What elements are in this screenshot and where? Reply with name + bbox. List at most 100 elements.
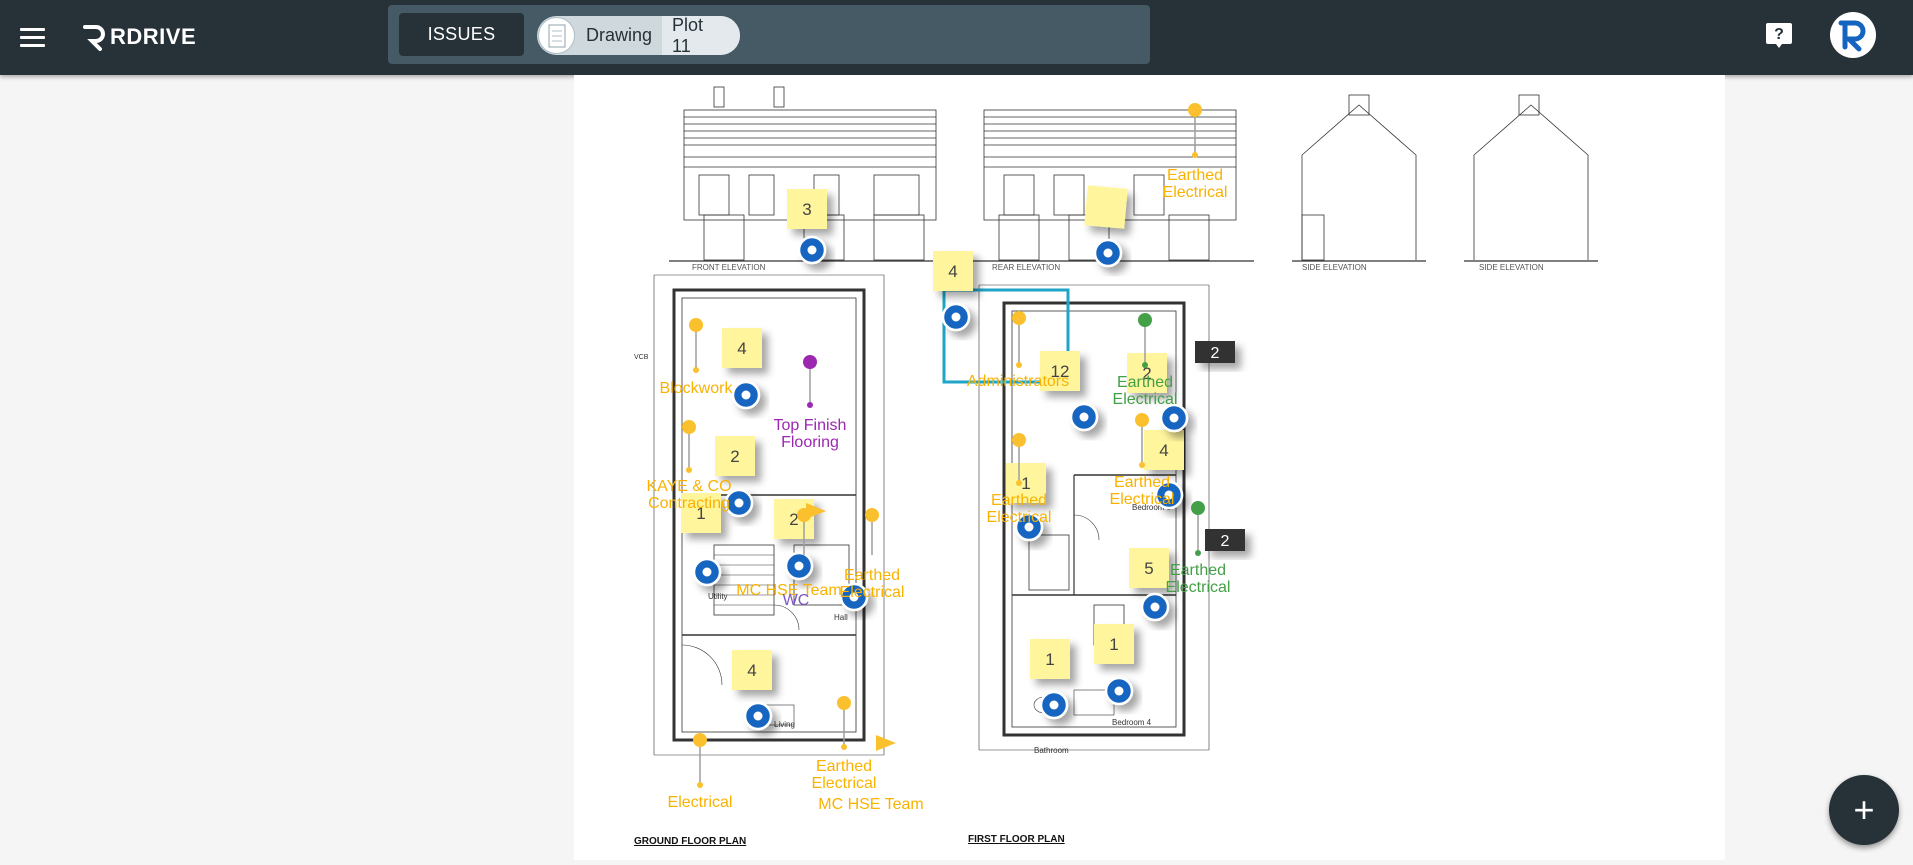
issues-button[interactable]: ISSUES [399,13,524,56]
note-marker[interactable]: 1 [1006,463,1046,503]
svg-text:12: 12 [1051,362,1070,381]
issue-tag-label[interactable]: Electrical [668,794,733,811]
ground-floor-plan [653,274,885,756]
issue-tag-label[interactable]: WC [783,592,810,609]
logo-text: RDRIVE [110,24,197,49]
location-pin-icon[interactable] [1093,238,1123,268]
ground-floor-label: GROUND FLOOR PLAN [634,836,746,847]
bedroom4-label: Bedroom 4 [1112,718,1152,727]
note-marker[interactable]: 4 [1144,430,1184,470]
bedroom3-label: Bedroom 3 [1132,503,1172,512]
front-elevation [669,86,952,262]
location-pin-icon[interactable] [784,551,814,581]
tag-pin-icon[interactable] [803,355,817,408]
note-marker[interactable]: 4 [722,328,762,368]
front-elevation-label: FRONT ELEVATION [692,263,766,272]
location-pin-icon[interactable] [1039,690,1069,720]
note-marker[interactable]: 5 [1129,548,1169,588]
note-marker[interactable]: 1 [681,493,721,533]
tag-pin-icon[interactable] [682,420,696,473]
side-elevation-right [1464,94,1598,262]
rear-elevation-label: REAR ELEVATION [992,263,1060,272]
svg-text:5: 5 [1144,559,1153,578]
tag-pin-icon[interactable] [837,696,851,750]
note-marker[interactable]: 1 [1094,624,1134,664]
add-issue-button[interactable]: + [1829,775,1899,845]
tag-pin-icon[interactable] [1191,501,1205,556]
note-marker[interactable]: 3 [787,189,827,229]
tag-pin-icon[interactable] [1012,311,1026,368]
living-label: Living [774,720,795,729]
note-marker[interactable]: 2 [1127,353,1167,393]
location-pin-icon[interactable] [1069,402,1099,432]
app-logo[interactable]: RDRIVE [82,20,196,54]
selection-box[interactable] [942,288,1070,384]
tag-pin-icon[interactable] [865,508,879,555]
side-elevation-label-2: SIDE ELEVATION [1479,263,1544,272]
help-icon[interactable]: ? [1764,20,1794,50]
location-pin-icon[interactable] [1154,480,1184,510]
note-marker[interactable]: 4 [933,251,973,291]
tag-pin-icon[interactable] [693,733,707,788]
bathroom-label: Bathroom [1034,746,1069,755]
location-pin-icon[interactable] [1140,592,1170,622]
drawing-canvas[interactable]: FRONT ELEVATION REAR ELEVATION SIDE ELEV… [574,75,1725,860]
drawing-sheet[interactable]: FRONT ELEVATION REAR ELEVATION SIDE ELEV… [574,75,1725,860]
location-pin-icon[interactable] [731,380,761,410]
plot-chip-label: Plot 11 [662,16,740,55]
hall-label: Hall [834,613,848,622]
svg-text:?: ? [1774,26,1784,43]
location-pin-icon[interactable] [1014,512,1044,542]
issue-tag-label[interactable]: MC HSE Team [818,796,924,813]
note-marker[interactable]: 4 [732,650,772,690]
location-pin-icon[interactable] [743,701,773,731]
menu-icon[interactable] [16,20,50,54]
dark-count-badge[interactable]: 2 [1195,341,1235,363]
tag-pin-icon[interactable] [1188,103,1202,158]
drawing-chip-label: Drawing [586,25,653,45]
svg-text:1: 1 [1021,474,1030,493]
issue-tag-label[interactable]: Administrators [967,373,1069,390]
location-pin-icon[interactable] [1159,403,1189,433]
svg-text:1: 1 [696,504,705,523]
tag-pin-icon[interactable] [1012,433,1026,486]
location-pin-icon[interactable] [1104,676,1134,706]
flag-icon[interactable] [876,735,896,751]
location-pin-icon[interactable] [797,235,827,265]
location-pin-icon[interactable] [724,488,754,518]
tag-pin-icon[interactable] [1138,313,1152,368]
user-avatar[interactable] [1830,12,1876,58]
issue-tag-label[interactable]: MC HSE Team [736,582,842,599]
dark-count-badge[interactable]: 2 [1205,529,1245,551]
flag-icon[interactable] [806,503,826,519]
drawing-thumbnail [538,17,575,54]
note-marker[interactable]: 2 [715,436,755,476]
side-elevation-label-1: SIDE ELEVATION [1302,263,1367,272]
location-pin-icon[interactable] [839,582,869,612]
note-marker[interactable]: 12 [1040,351,1080,391]
svg-text:2: 2 [1221,533,1230,550]
location-pin-icon[interactable] [692,557,722,587]
svg-text:4: 4 [948,262,957,281]
svg-text:2: 2 [1142,364,1151,383]
tag-pin-icon[interactable] [689,318,703,373]
tag-pin-icon[interactable] [1135,413,1149,468]
svg-text:4: 4 [737,339,746,358]
first-floor-label: FIRST FLOOR PLAN [968,834,1065,845]
note-marker[interactable] [1084,185,1128,229]
note-marker[interactable]: 1 [1030,639,1070,679]
svg-text:2: 2 [1211,345,1220,362]
svg-text:4: 4 [1159,441,1168,460]
drawing-chip[interactable]: Drawing Plot 11 [537,16,740,55]
location-pin-icon[interactable] [941,302,971,332]
issue-tag-label[interactable]: Blockwork [660,380,734,397]
